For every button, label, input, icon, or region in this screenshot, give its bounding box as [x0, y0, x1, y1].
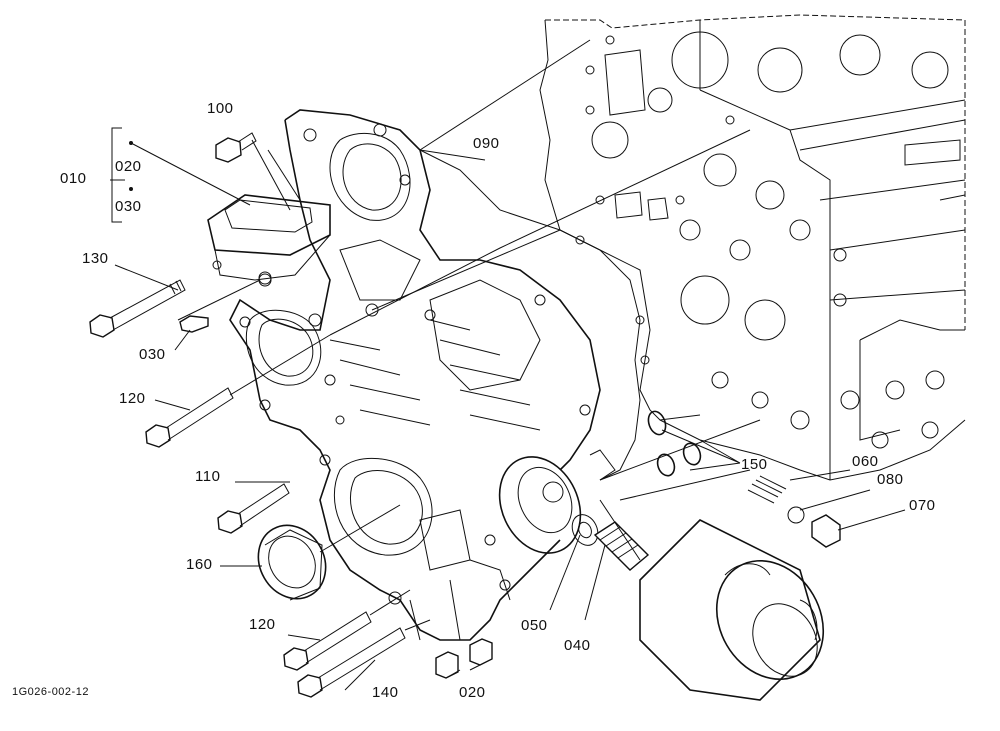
bolt-140: [297, 627, 406, 698]
callout-010: 010: [60, 170, 87, 187]
oil-seal-160: [257, 524, 327, 601]
bolt-120-top: [145, 387, 234, 448]
figure-reference-code: 1G026-002-12: [12, 686, 89, 698]
callout-150: 150: [741, 456, 768, 473]
callout-090: 090: [473, 135, 500, 152]
washer-050: [571, 514, 599, 546]
callout-030-group: 030: [115, 198, 142, 215]
o-rings-150: [647, 410, 702, 477]
bolt-120-bottom: [283, 611, 372, 671]
thermostat-housing: [207, 194, 331, 285]
gear-case: [229, 109, 601, 641]
gasket-outline: [419, 149, 641, 481]
callout-110: 110: [195, 468, 221, 485]
fitting-040: [593, 521, 650, 571]
bolt-130: [89, 279, 186, 338]
callout-100: 100: [207, 100, 234, 117]
callout-040: 040: [564, 637, 591, 654]
callout-120-top: 120: [119, 390, 146, 407]
callout-130: 130: [82, 250, 109, 267]
callout-020-group: 020: [115, 158, 142, 175]
engine-block: [539, 14, 966, 481]
callout-070: 070: [909, 497, 936, 514]
plugs-020: [435, 638, 493, 679]
pin-030: [179, 315, 209, 333]
leader-lines: [110, 39, 906, 691]
bolt-110: [217, 483, 290, 534]
oil-filter: [639, 519, 825, 701]
callout-030: 030: [139, 346, 166, 363]
relief-valve-parts: [747, 475, 841, 548]
bolt-100: [215, 132, 257, 163]
callout-050: 050: [521, 617, 548, 634]
callout-060: 060: [852, 453, 879, 470]
callout-020: 020: [459, 684, 486, 701]
callout-080: 080: [877, 471, 904, 488]
filter-mount: [498, 449, 616, 554]
callout-120-bottom: 120: [249, 616, 276, 633]
callout-160: 160: [186, 556, 213, 573]
callout-140: 140: [372, 684, 399, 701]
